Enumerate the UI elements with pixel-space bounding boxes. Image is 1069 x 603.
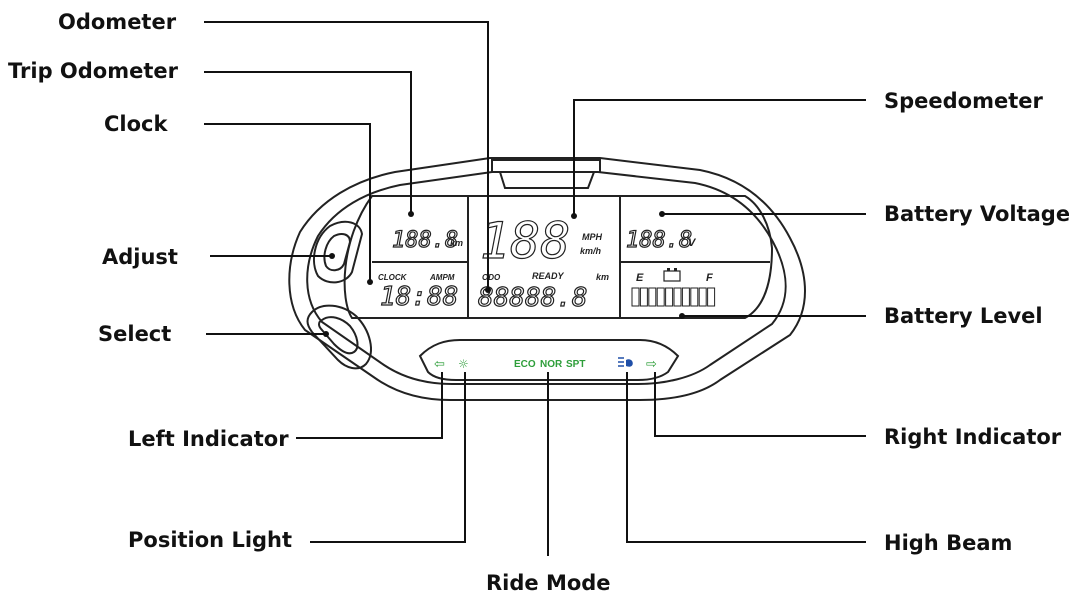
label-odometer: Odometer: [58, 10, 177, 34]
cluster-inner-shell: [306, 171, 787, 385]
ride-mode-spt: SPT: [566, 359, 585, 370]
trip-unit: km: [450, 238, 463, 248]
speed-unit-mph: MPH: [582, 232, 603, 242]
battery-segment: [698, 287, 707, 307]
label-left-indicator: Left Indicator: [128, 427, 289, 451]
ready-label: READY: [532, 271, 565, 281]
odometer-dot: [485, 287, 491, 293]
battery-segment: [681, 287, 690, 307]
battery-voltage-dot: [659, 211, 665, 217]
battery-level-dot: [679, 313, 685, 319]
adjust-dot: [329, 253, 335, 259]
speed-unit-kmh: km/h: [580, 246, 602, 256]
label-select: Select: [98, 322, 171, 346]
battery-level-bar: [631, 287, 716, 307]
odo-value: 88888.8: [478, 283, 588, 313]
ampm-label: AMPM: [429, 273, 455, 282]
label-position-light: Position Light: [128, 528, 292, 552]
speedometer-dot: [571, 213, 577, 219]
speed-value: 188: [480, 212, 570, 270]
position-light-leader: [310, 372, 466, 543]
label-battery-level: Battery Level: [884, 304, 1043, 328]
trip-odometer-dot: [408, 211, 414, 217]
high-beam-icon: [618, 357, 633, 367]
clock-label: CLOCK: [378, 273, 408, 282]
left-indicator-icon: ⇦: [434, 357, 445, 372]
position-light-icon: ☼: [458, 357, 469, 371]
select-dot: [323, 331, 329, 337]
battery-segment: [707, 287, 716, 307]
battery-voltage-value: 188.8: [626, 228, 692, 253]
voltage-unit: V: [688, 237, 697, 249]
battery-segment: [673, 287, 682, 307]
label-ride-mode: Ride Mode: [486, 571, 611, 595]
adjust-button[interactable]: [313, 220, 364, 284]
label-trip-odometer: Trip Odometer: [8, 59, 179, 83]
label-right-indicator: Right Indicator: [884, 425, 1062, 449]
left-indicator-leader: [296, 372, 443, 439]
lcd-screen: [343, 195, 774, 319]
battery-full-label: F: [706, 272, 713, 284]
right-indicator-leader: [654, 372, 866, 437]
label-high-beam: High Beam: [884, 531, 1012, 555]
label-clock: Clock: [104, 112, 168, 136]
odometer-leader: [204, 21, 489, 290]
indicator-strip: [418, 339, 680, 381]
battery-segment: [656, 287, 665, 307]
clock-value: 18:88: [380, 282, 458, 312]
odo-unit: km: [596, 272, 609, 282]
top-visor: [491, 159, 601, 189]
battery-segment: [648, 287, 657, 307]
odo-label: ODO: [482, 273, 501, 282]
ride-mode-nor: NOR: [540, 359, 563, 370]
battery-segment: [631, 287, 640, 307]
select-button[interactable]: [306, 304, 372, 370]
battery-segment: [690, 287, 699, 307]
clock-dot: [367, 279, 373, 285]
trip-odometer-leader: [204, 71, 412, 214]
battery-segment: [639, 287, 648, 307]
speedometer-leader: [573, 99, 866, 216]
battery-empty-label: E: [636, 272, 644, 284]
trip-odometer-value: 188.8: [392, 228, 458, 253]
label-speedometer: Speedometer: [884, 89, 1044, 113]
battery-segment: [665, 287, 674, 307]
right-indicator-icon: ⇨: [646, 357, 657, 372]
label-adjust: Adjust: [102, 245, 178, 269]
high-beam-leader: [626, 372, 866, 543]
label-battery-voltage: Battery Voltage: [884, 202, 1069, 226]
cluster-outer-shell: [288, 157, 806, 401]
battery-icon: [663, 268, 681, 282]
clock-leader: [204, 123, 371, 282]
ride-mode-eco: ECO: [514, 359, 536, 370]
